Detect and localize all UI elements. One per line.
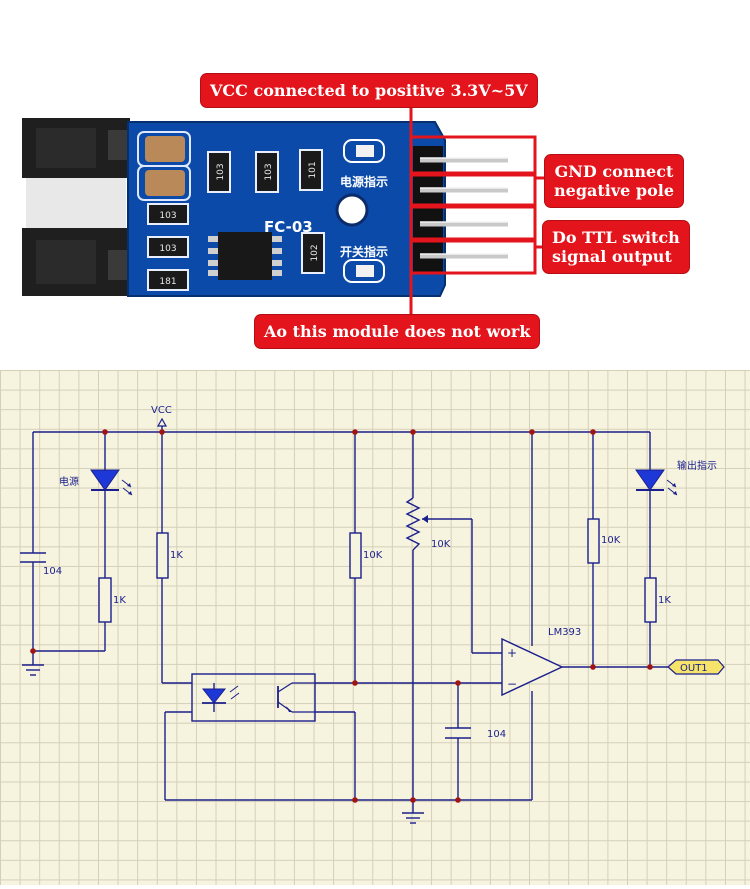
out1-port[interactable]: OUT1 bbox=[667, 659, 725, 675]
schematic-drawing: VCC 104 104 1K 1K 10K 10K 10K 1K bbox=[20, 405, 725, 824]
do-pin-box bbox=[409, 205, 537, 241]
code-102: 102 bbox=[310, 244, 320, 261]
c2-label: 104 bbox=[487, 729, 506, 740]
resistor-sensor bbox=[156, 532, 169, 579]
r-pullup-label: 10K bbox=[363, 550, 383, 561]
output-led-symbol bbox=[635, 469, 678, 496]
vcc-pin-box bbox=[409, 135, 537, 175]
power-led-symbol bbox=[90, 469, 133, 496]
code-103-a: 103 bbox=[159, 211, 176, 221]
out1-label: OUT1 bbox=[680, 663, 708, 674]
comparator-chip bbox=[208, 232, 282, 280]
ao-callout: Ao this module does not work bbox=[255, 315, 540, 348]
gnd-callout-line2: negative pole bbox=[554, 181, 674, 200]
r-led-label: 1K bbox=[658, 595, 671, 606]
module-photo: 103 103 181 103 103 101 102 FC-03 电源指示 开… bbox=[0, 0, 750, 370]
r-out-label: 10K bbox=[601, 535, 621, 546]
code-181: 181 bbox=[159, 277, 176, 287]
do-callout: Do TTL switch signal output bbox=[543, 221, 689, 273]
potentiometer bbox=[405, 497, 428, 551]
ground-symbol-bottom bbox=[402, 812, 424, 824]
comparator-plus: + bbox=[507, 646, 517, 660]
comparator-label: LM393 bbox=[548, 627, 581, 638]
silk-power-indicator: 电源指示 bbox=[340, 174, 388, 189]
resistor-103-c bbox=[207, 151, 231, 193]
module-photo-drawing: 103 103 181 103 103 101 102 FC-03 电源指示 开… bbox=[22, 108, 545, 318]
code-103-d: 103 bbox=[264, 163, 274, 180]
resistor-pullup bbox=[349, 532, 362, 579]
power-led-label: 电源 bbox=[59, 475, 79, 488]
vcc-label: VCC bbox=[151, 405, 172, 416]
resistor-103-b bbox=[147, 236, 189, 258]
vcc-symbol: VCC bbox=[151, 405, 172, 427]
resistor-led bbox=[644, 577, 657, 623]
ao-pin-box bbox=[409, 239, 537, 275]
gnd-callout: GND connect negative pole bbox=[545, 155, 683, 207]
resistor-power-led bbox=[98, 577, 112, 623]
schematic-wires bbox=[32, 426, 668, 813]
capacitor-2 bbox=[145, 170, 185, 196]
resistor-103-a bbox=[147, 203, 189, 225]
capacitor-c1 bbox=[20, 552, 46, 563]
gnd-callout-line1: GND connect bbox=[554, 162, 674, 181]
mounting-hole bbox=[335, 193, 369, 227]
capacitor-c2 bbox=[445, 727, 471, 739]
ao-callout-text: Ao this module does not work bbox=[264, 322, 531, 341]
resistor-102 bbox=[301, 232, 325, 274]
power-led bbox=[343, 139, 385, 163]
output-led-label: 输出指示 bbox=[677, 459, 717, 472]
circuit-schematic: VCC 104 104 1K 1K 10K 10K 10K 1K bbox=[0, 370, 750, 885]
do-callout-line1: Do TTL switch bbox=[552, 228, 680, 247]
board-label: FC-03 bbox=[264, 218, 313, 236]
code-101: 101 bbox=[308, 161, 318, 178]
code-103-b: 103 bbox=[159, 244, 176, 254]
capacitor-1 bbox=[145, 136, 185, 162]
pin-header bbox=[413, 146, 508, 274]
vcc-callout: VCC connected to positive 3.3V~5V bbox=[201, 74, 537, 107]
resistor-output bbox=[587, 518, 600, 564]
vcc-callout-text: VCC connected to positive 3.3V~5V bbox=[210, 81, 528, 100]
gnd-pin-box bbox=[409, 173, 537, 207]
lm393-comparator: + − bbox=[501, 637, 564, 697]
slot-optocoupler bbox=[191, 673, 316, 722]
do-callout-line2: signal output bbox=[552, 247, 672, 266]
sensor-slot-gap bbox=[26, 178, 126, 228]
r-power-label: 1K bbox=[113, 595, 126, 606]
silk-switch-indicator: 开关指示 bbox=[340, 244, 388, 259]
output-led bbox=[343, 259, 385, 283]
c1-label: 104 bbox=[43, 566, 62, 577]
resistor-181 bbox=[147, 269, 189, 291]
r-sensor-label: 1K bbox=[170, 550, 183, 561]
junction-nodes bbox=[30, 429, 653, 803]
comparator-minus: − bbox=[507, 677, 517, 691]
resistor-101 bbox=[299, 149, 323, 191]
ground-symbol-left bbox=[22, 664, 44, 676]
code-103-c: 103 bbox=[216, 163, 226, 180]
resistor-103-d bbox=[255, 151, 279, 193]
pot-label: 10K bbox=[431, 539, 451, 550]
